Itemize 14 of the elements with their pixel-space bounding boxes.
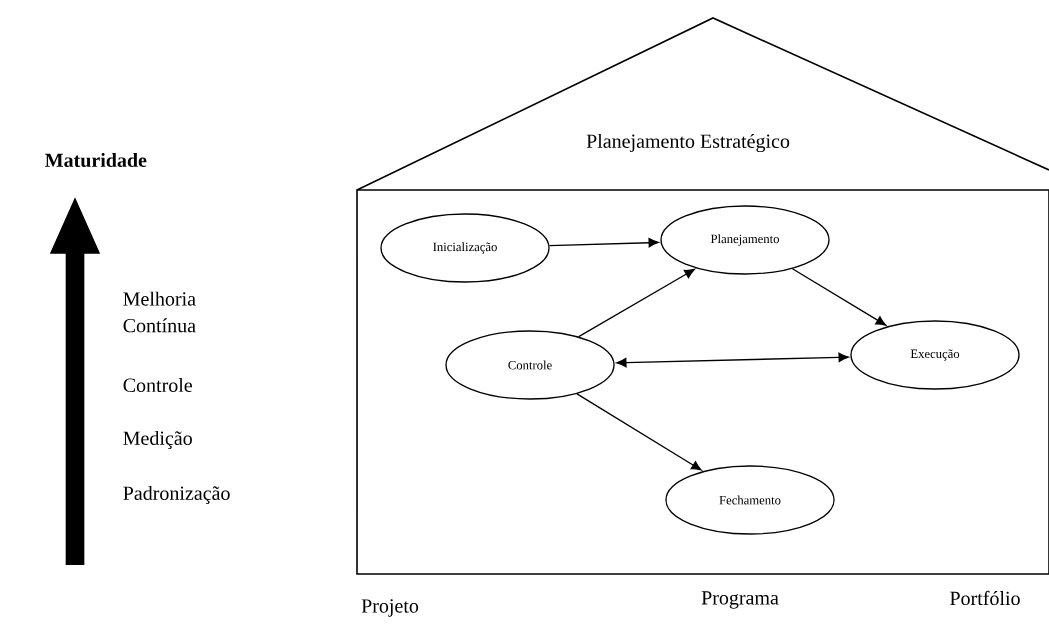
label: Projeto	[361, 599, 419, 617]
label: Maturidade	[45, 152, 147, 168]
arrow	[576, 393, 702, 471]
arrow	[791, 268, 887, 326]
label: Controle	[123, 377, 192, 392]
label: Padronização	[123, 485, 230, 505]
house-body	[356, 189, 1049, 575]
arrow	[578, 268, 695, 338]
arrow	[548, 238, 659, 248]
label: Melhoria Contínua	[123, 291, 196, 333]
label: Portfólio	[950, 590, 1020, 606]
label: Medição	[123, 430, 192, 450]
label: Programa	[701, 591, 779, 609]
arrow	[616, 352, 849, 368]
